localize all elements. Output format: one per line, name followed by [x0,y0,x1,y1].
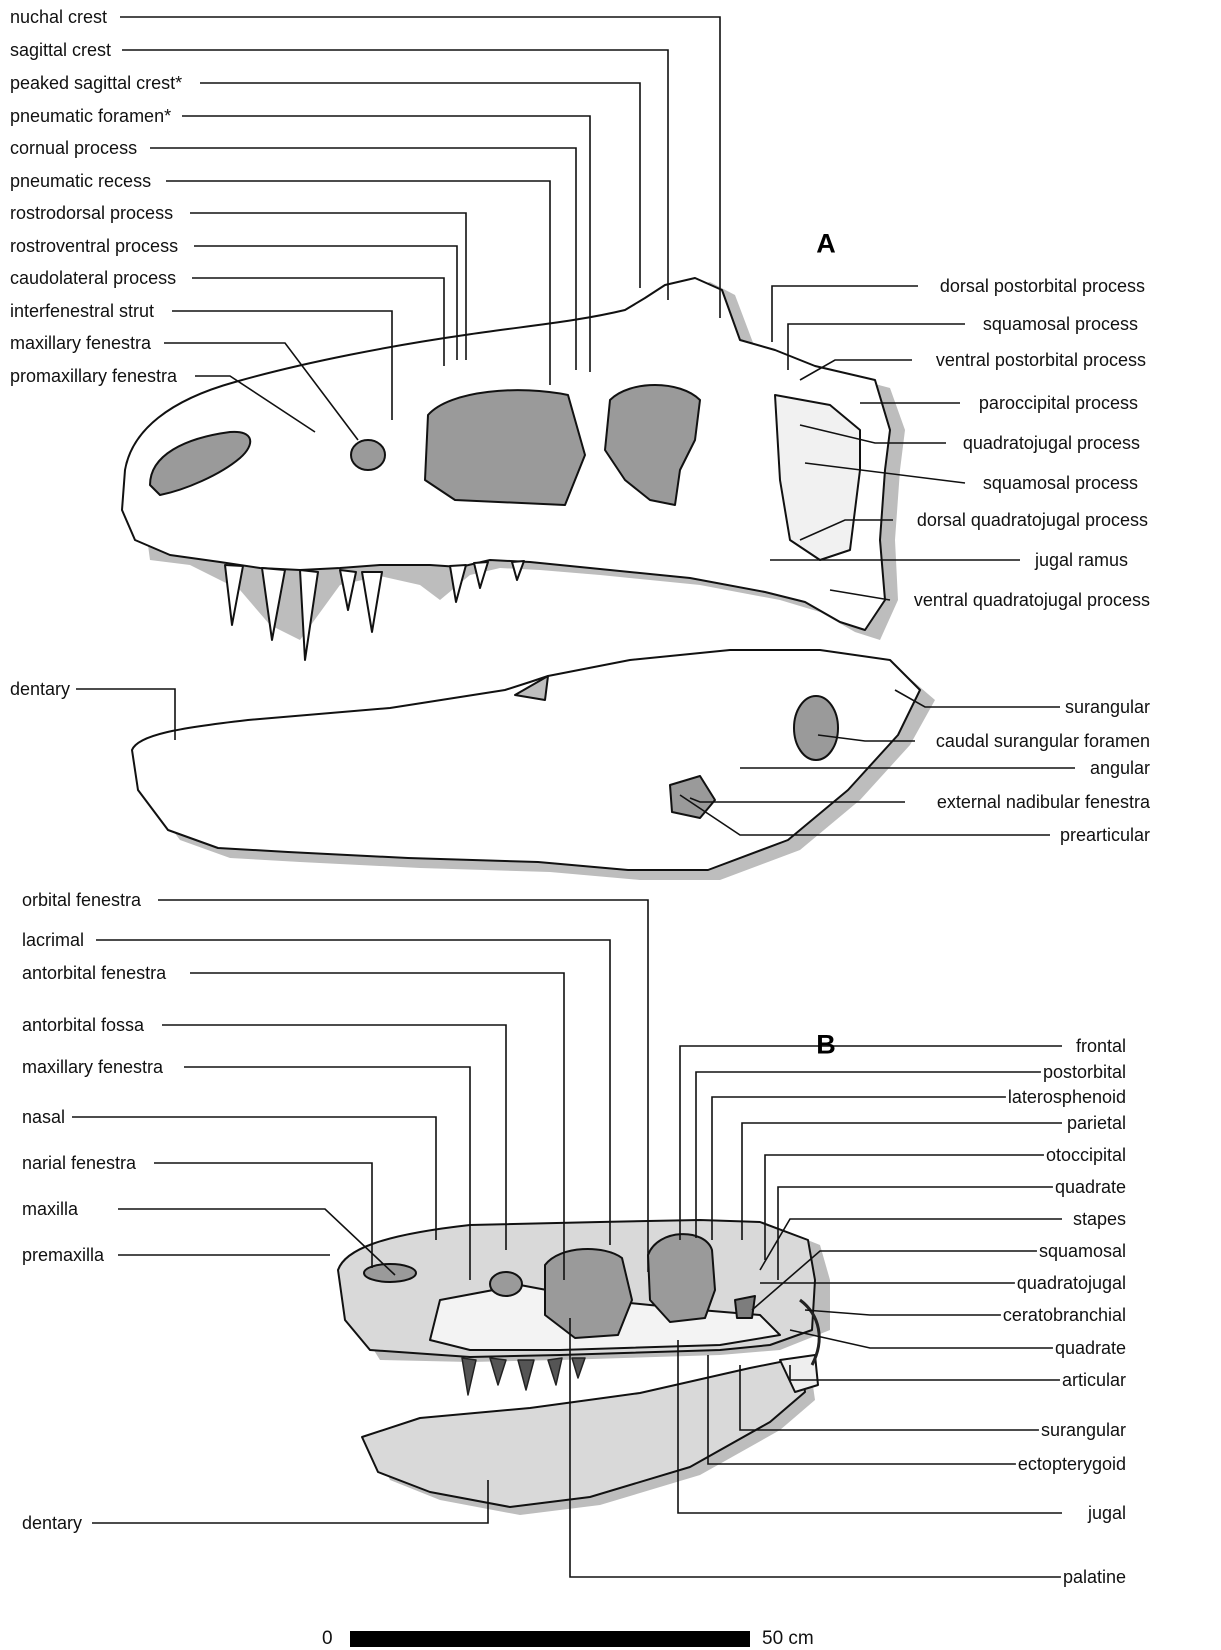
panel-label-a: A [816,229,836,260]
panel-label-b: B [816,1030,836,1061]
scale-bar-start-label: 0 [322,1628,333,1650]
label-b-right-2-laterosphenoid: laterosphenoid [1006,1087,1128,1107]
label-b-left-9-dentary: dentary [20,1513,84,1533]
label-a-left-1-sagittal-crest: sagittal crest [8,40,113,60]
label-b-right-15-palatine: palatine [1061,1567,1128,1587]
label-b-right-8-quadratojugal: quadratojugal [1015,1273,1128,1293]
label-b-left-4-maxillary-fenestra: maxillary fenestra [20,1057,165,1077]
label-a-right-4-quadratojugal-process: quadratojugal process [961,433,1142,453]
label-a-left-2-peaked-sagittal-crest: peaked sagittal crest* [8,73,184,93]
label-a-left-6-rostrodorsal-process: rostrodorsal process [8,203,175,223]
label-a-right-12-external-nadibular-fenestra: external nadibular fenestra [935,792,1152,812]
label-a-left-9-interfenestral-strut: interfenestral strut [8,301,156,321]
label-a-right-10-caudal-surangular-foramen: caudal surangular foramen [934,731,1152,751]
label-b-right-14-jugal: jugal [1086,1503,1128,1523]
label-a-right-11-angular: angular [1088,758,1152,778]
label-a-right-7-jugal-ramus: jugal ramus [1033,550,1130,570]
label-b-left-6-narial-fenestra: narial fenestra [20,1153,138,1173]
label-b-left-3-antorbital-fossa: antorbital fossa [20,1015,146,1035]
label-b-right-6-stapes: stapes [1071,1209,1128,1229]
label-b-right-3-parietal: parietal [1065,1113,1128,1133]
label-a-right-1-squamosal-process: squamosal process [981,314,1140,334]
label-b-right-10-quadrate: quadrate [1053,1338,1128,1358]
label-b-left-7-maxilla: maxilla [20,1199,80,1219]
label-b-left-1-lacrimal: lacrimal [20,930,86,950]
label-b-right-7-squamosal: squamosal [1037,1241,1128,1261]
label-a-left-4-cornual-process: cornual process [8,138,139,158]
label-a-right-3-paroccipital-process: paroccipital process [977,393,1140,413]
label-b-right-13-ectopterygoid: ectopterygoid [1016,1454,1128,1474]
label-a-left-7-rostroventral-process: rostroventral process [8,236,180,256]
label-b-right-11-articular: articular [1060,1370,1128,1390]
label-a-left-10-maxillary-fenestra: maxillary fenestra [8,333,153,353]
label-b-right-0-frontal: frontal [1074,1036,1128,1056]
label-b-left-8-premaxilla: premaxilla [20,1245,106,1265]
label-b-left-0-orbital-fenestra: orbital fenestra [20,890,143,910]
scale-bar-end-label: 50 cm [762,1628,814,1650]
label-a-right-9-surangular: surangular [1063,697,1152,717]
label-b-right-9-ceratobranchial: ceratobranchial [1001,1305,1128,1325]
label-a-left-12-dentary: dentary [8,679,72,699]
label-a-left-5-pneumatic-recess: pneumatic recess [8,171,153,191]
label-a-right-0-dorsal-postorbital-process: dorsal postorbital process [938,276,1147,296]
label-b-right-12-surangular: surangular [1039,1420,1128,1440]
label-b-left-5-nasal: nasal [20,1107,67,1127]
label-a-right-5-squamosal-process: squamosal process [981,473,1140,493]
label-a-right-13-prearticular: prearticular [1058,825,1152,845]
label-a-right-6-dorsal-quadratojugal-process: dorsal quadratojugal process [915,510,1150,530]
label-b-right-5-quadrate: quadrate [1053,1177,1128,1197]
label-a-left-0-nuchal-crest: nuchal crest [8,7,109,27]
label-a-right-8-ventral-quadratojugal-process: ventral quadratojugal process [912,590,1152,610]
label-a-left-11-promaxillary-fenestra: promaxillary fenestra [8,366,179,386]
label-b-right-4-otoccipital: otoccipital [1044,1145,1128,1165]
label-b-right-1-postorbital: postorbital [1041,1062,1128,1082]
label-b-left-2-antorbital-fenestra: antorbital fenestra [20,963,168,983]
label-a-left-8-caudolateral-process: caudolateral process [8,268,178,288]
label-a-left-3-pneumatic-foramen: pneumatic foramen* [8,106,173,126]
label-a-right-2-ventral-postorbital-process: ventral postorbital process [934,350,1148,370]
